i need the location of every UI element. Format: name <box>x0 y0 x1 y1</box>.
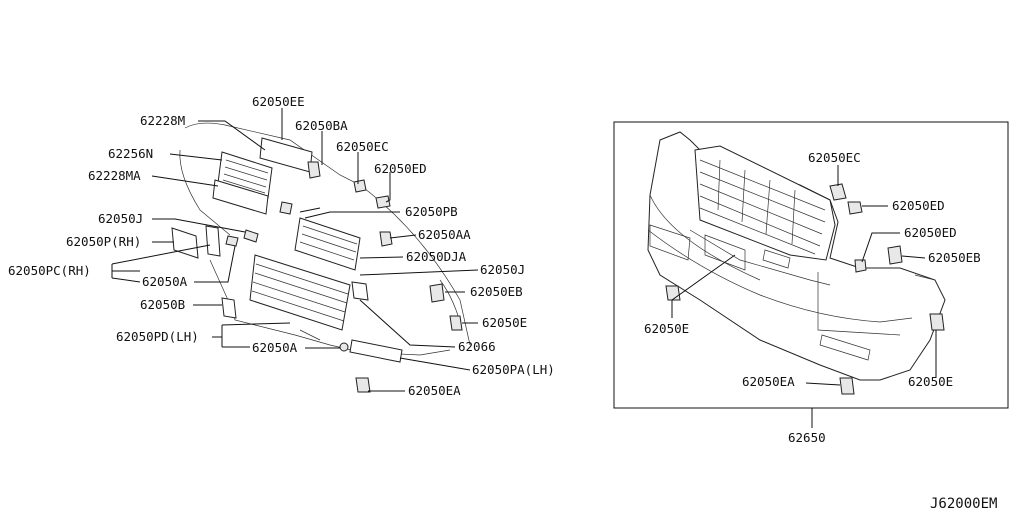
part-62050ed-right-top <box>847 201 863 215</box>
label-62050ec-right: 62050EC <box>808 150 861 165</box>
assembly-frame <box>613 121 1009 409</box>
label-62256n: 62256N <box>108 146 153 161</box>
part-62050a-clip <box>225 235 239 247</box>
part-62050pb <box>294 217 361 271</box>
part-62050aa <box>379 231 393 247</box>
part-62050e-right-right <box>929 313 945 331</box>
label-62050eb-right: 62050EB <box>928 250 981 265</box>
left-leader-lines <box>111 108 479 392</box>
part-62050pb-slots <box>299 225 358 261</box>
label-62066: 62066 <box>458 339 496 354</box>
label-62050j-top: 62050J <box>98 211 143 226</box>
part-62050ba <box>307 161 321 179</box>
part-62050p-rh <box>171 227 199 259</box>
label-62050e-right-right: 62050E <box>908 374 953 389</box>
part-62050pa-lh <box>349 339 403 363</box>
label-62050ed: 62050ED <box>374 161 427 176</box>
diagram-code: J62000EM <box>930 496 997 512</box>
label-62050pb: 62050PB <box>405 204 458 219</box>
label-62050pa-lh: 62050PA(LH) <box>472 362 555 377</box>
label-62050ea-right: 62050EA <box>742 374 795 389</box>
label-62050ec: 62050EC <box>336 139 389 154</box>
label-62050aa: 62050AA <box>418 227 471 242</box>
part-62050ea <box>355 377 371 393</box>
label-62050dja: 62050DJA <box>406 249 467 264</box>
label-62050e-right-left: 62050E <box>644 321 689 336</box>
part-62050a-small <box>339 342 349 352</box>
part-62050ed <box>375 195 391 209</box>
label-62050ea: 62050EA <box>408 383 461 398</box>
label-62050pd-lh: 62050PD(LH) <box>116 329 199 344</box>
assembled-grille <box>694 145 836 261</box>
label-62050j-mid: 62050J <box>480 262 525 277</box>
label-62050ed-right-mid: 62050ED <box>904 225 957 240</box>
label-62050ed-right-top: 62050ED <box>892 198 945 213</box>
label-62650: 62650 <box>788 430 826 445</box>
label-62050eb: 62050EB <box>470 284 523 299</box>
part-62050b <box>221 297 237 319</box>
part-62050eb <box>429 283 445 303</box>
label-62228m: 62228M <box>140 113 185 128</box>
label-62050a-bot: 62050A <box>252 340 298 355</box>
label-62050e: 62050E <box>482 315 527 330</box>
label-62050ba: 62050BA <box>295 118 348 133</box>
part-62050pc-rh <box>205 225 221 257</box>
part-62050j-small <box>243 229 259 243</box>
part-62050ec <box>353 179 367 193</box>
part-62066 <box>351 281 369 301</box>
label-62050pc-rh: 62050PC(RH) <box>8 263 91 278</box>
left-label-group: 62050EE 62228M 62050BA 62256N 62050EC 62… <box>8 94 555 398</box>
label-62050p-rh: 62050P(RH) <box>66 234 141 249</box>
label-62050ee: 62050EE <box>252 94 305 109</box>
part-62050ea-right <box>839 377 855 395</box>
part-62050e-right-left <box>665 285 681 301</box>
part-62050ec-right <box>829 183 847 201</box>
part-62050ed-right-mid <box>854 259 867 273</box>
assembled-lower-opening <box>649 224 871 361</box>
part-62050eb-right <box>887 245 903 265</box>
part-62050j-left <box>279 201 293 215</box>
right-label-group: 62050EC 62050ED 62050ED 62050EB 62050E 6… <box>644 150 981 445</box>
part-62050e <box>449 315 463 331</box>
part-62228ma <box>212 179 269 215</box>
label-62228ma: 62228MA <box>88 168 141 183</box>
right-leader-lines <box>671 165 937 428</box>
label-62050b: 62050B <box>140 297 185 312</box>
part-62050pd-lh-grille <box>249 254 351 331</box>
label-62050a-top: 62050A <box>142 274 188 289</box>
